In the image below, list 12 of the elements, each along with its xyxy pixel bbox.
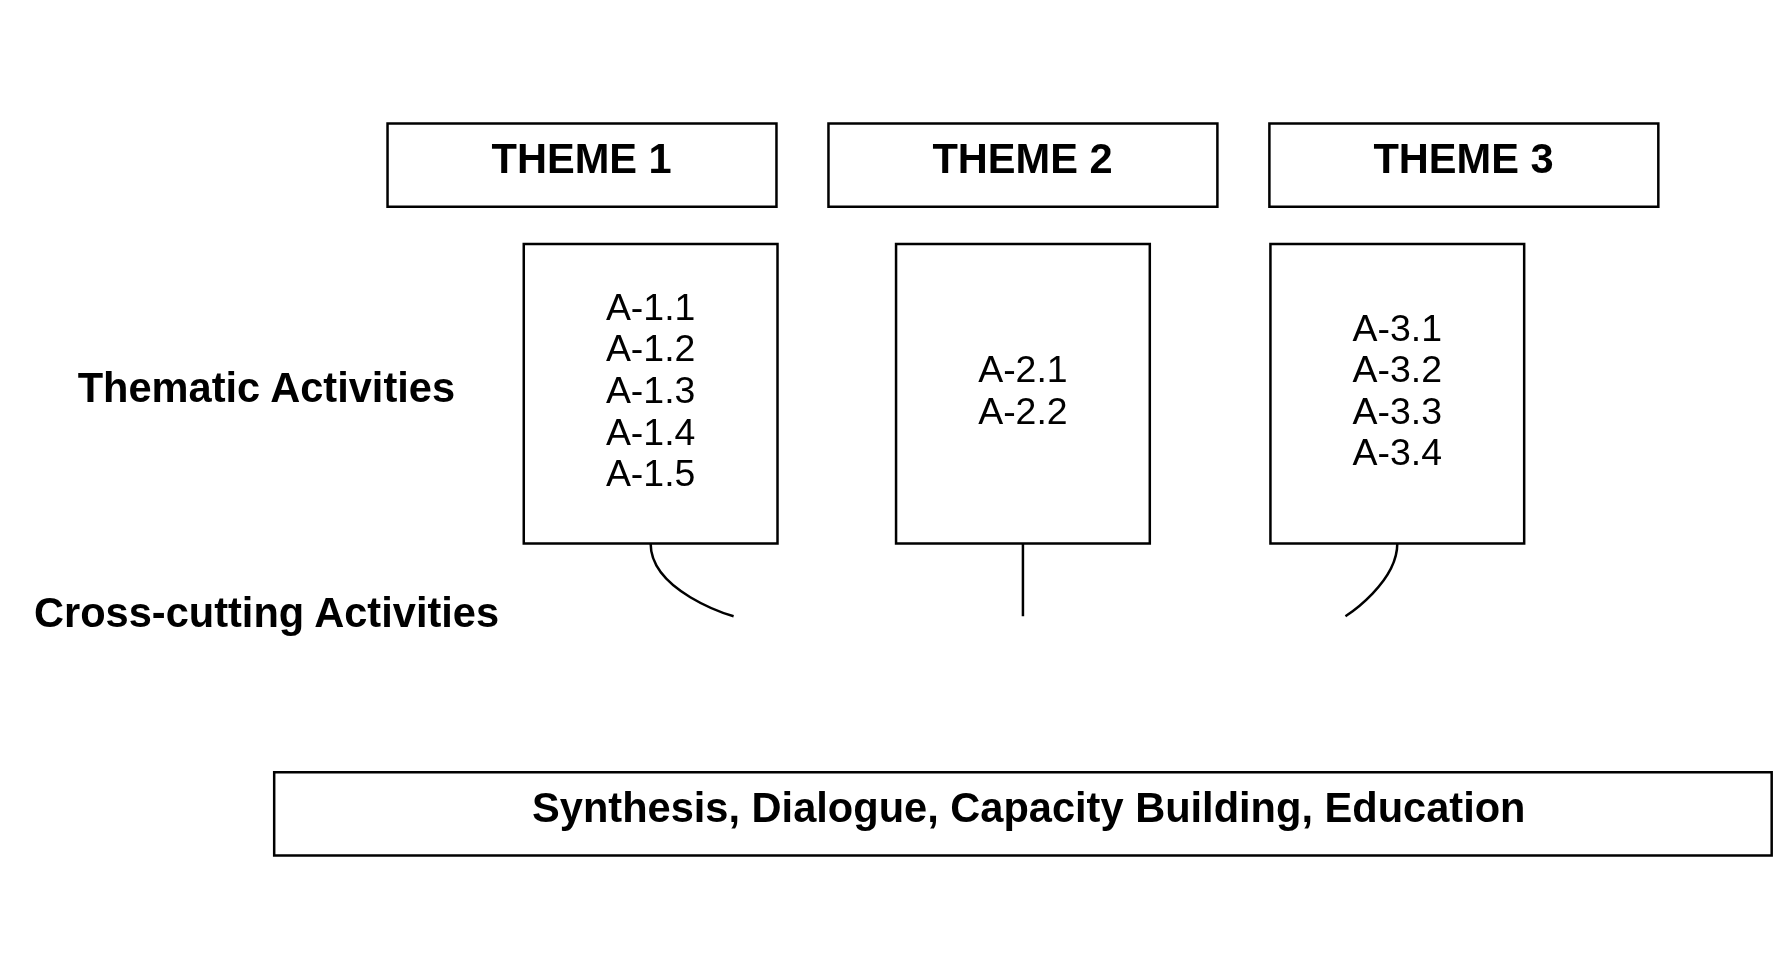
node-box: THEME 3 <box>1267 122 1660 208</box>
connector <box>648 543 734 618</box>
node-box: A-2.1 A-2.2 <box>894 242 1151 545</box>
node-box: THEME 1 <box>385 122 778 208</box>
node-box: A-3.1 A-3.2 A-3.3 A-3.4 <box>1268 242 1525 545</box>
node-box: Synthesis, Dialogue, Capacity Building, Education <box>272 771 1773 857</box>
node-box: THEME 2 <box>826 122 1219 208</box>
connector <box>1344 543 1399 618</box>
label: Cross-cutting Activities <box>33 588 499 636</box>
connector <box>1021 543 1024 617</box>
label: Thematic Activities <box>77 364 455 412</box>
node-box: A-1.1 A-1.2 A-1.3 A-1.4 A-1.5 <box>522 242 779 545</box>
